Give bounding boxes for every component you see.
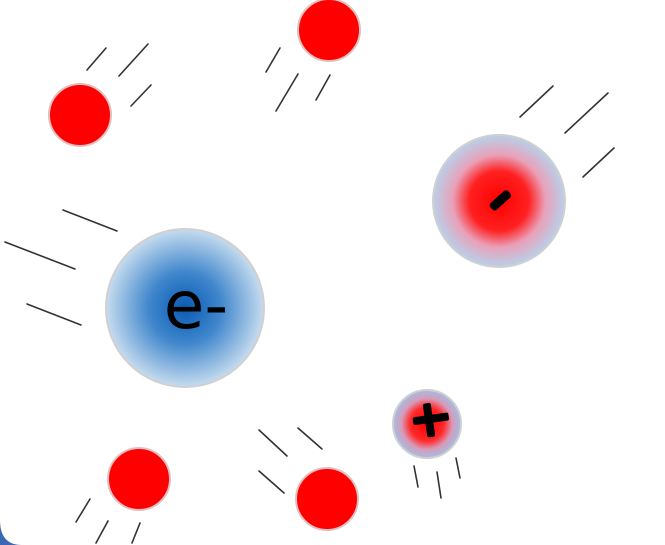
corner-accent	[0, 520, 22, 545]
negative-ion: -	[432, 134, 566, 268]
electron-label: e-	[164, 267, 228, 344]
minus-sign	[489, 190, 512, 211]
electron: e-	[105, 228, 265, 388]
neutral-particle	[48, 83, 112, 147]
motion-lines	[4, 43, 615, 544]
positive-ion: +	[392, 389, 462, 459]
plus-sign	[412, 403, 449, 438]
neutral-particles	[48, 0, 361, 531]
neutral-particle	[295, 467, 359, 531]
electron-sphere	[105, 228, 265, 388]
neutral-particle	[297, 0, 361, 62]
neutral-particle	[107, 447, 171, 511]
